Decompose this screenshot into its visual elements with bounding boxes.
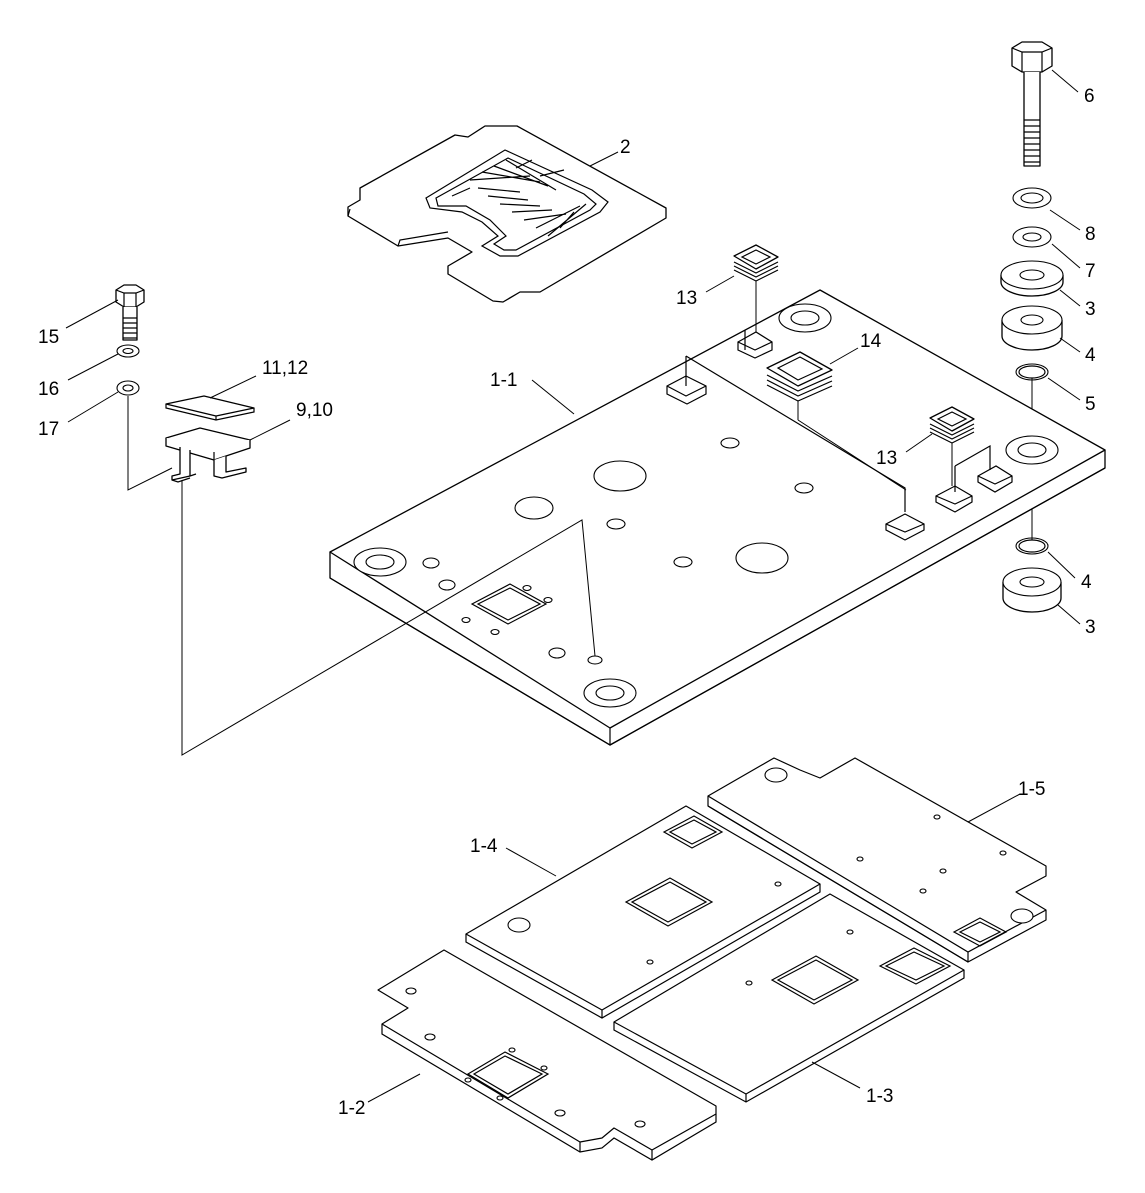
part-6-bolt: [1011, 41, 1053, 167]
bracket-center-line: [181, 480, 596, 756]
callout-11-12: 11,12: [262, 358, 308, 379]
part-16-lock-washer: [116, 344, 140, 358]
part-1-2-underplate: [377, 949, 717, 1161]
callout-13-upper: 13: [676, 288, 697, 309]
callout-4-upper: 4: [1085, 345, 1096, 366]
callout-9-10: 9,10: [296, 400, 333, 421]
part-3-lower-mount: [1002, 567, 1062, 613]
callout-1-4: 1-4: [470, 836, 498, 857]
part-17-washer: [116, 380, 140, 396]
callout-3-lower: 3: [1085, 617, 1096, 638]
callout-6: 6: [1084, 86, 1095, 107]
callout-1-1: 1-1: [490, 370, 517, 391]
part-2-floor-mat: [347, 125, 667, 303]
part-5-o-ring: [1015, 363, 1049, 381]
callout-1-3: 1-3: [866, 1086, 893, 1107]
part-8-lock-washer: [1012, 187, 1052, 209]
bolt-center-line: [127, 396, 173, 491]
part-3-upper-mount: [1000, 260, 1064, 297]
part-15-bolt: [115, 284, 145, 341]
part-1-3-underplate: [613, 893, 965, 1103]
part-13-lower-grommet: [929, 406, 975, 444]
part-7-washer: [1012, 226, 1052, 248]
grommet-center-lines: [755, 281, 953, 491]
part-1-1-floor-plate: [329, 289, 1106, 746]
callout-8: 8: [1085, 224, 1096, 245]
callout-labels: 2 6 8 7 3 4 5 4 3 13 13 14 1-1 15 16 17 …: [38, 86, 1096, 1119]
callout-17: 17: [38, 419, 59, 440]
leader-lines: [65, 69, 1081, 1103]
callout-1-2: 1-2: [338, 1098, 365, 1119]
part-13-upper-grommet: [733, 244, 779, 282]
callout-4-lower: 4: [1081, 572, 1092, 593]
callout-1-5: 1-5: [1018, 779, 1045, 800]
part-4-lower-ring: [1015, 537, 1049, 555]
callout-15: 15: [38, 327, 59, 348]
callout-2: 2: [620, 137, 631, 158]
callout-16: 16: [38, 379, 59, 400]
callout-7: 7: [1085, 261, 1096, 282]
callout-13-lower: 13: [876, 448, 897, 469]
part-1-4-underplate: [465, 805, 821, 1019]
part-11-12-shim: [165, 395, 255, 421]
callout-3-upper: 3: [1085, 299, 1096, 320]
callout-14: 14: [860, 331, 882, 352]
part-9-10-bracket: [165, 427, 251, 483]
callout-5: 5: [1085, 394, 1096, 415]
part-14-grommet: [766, 351, 833, 402]
part-1-5-underplate: [707, 757, 1047, 963]
part-4-upper-cushion: [1001, 305, 1063, 351]
